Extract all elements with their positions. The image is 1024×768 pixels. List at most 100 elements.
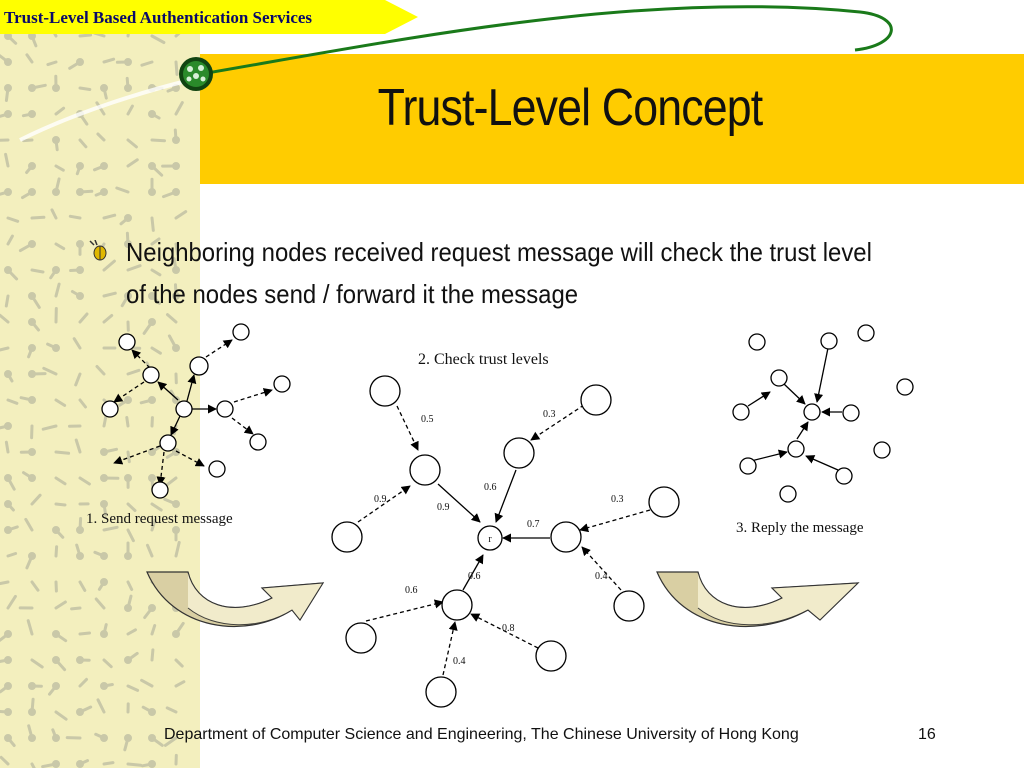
node — [820, 332, 838, 350]
pattern-stroke — [95, 101, 106, 116]
pattern-stroke — [146, 543, 154, 558]
slide-title: Trust-Level Concept — [377, 79, 764, 137]
pattern-stroke — [54, 398, 67, 407]
pattern-dot — [124, 604, 132, 612]
pattern-stroke — [126, 628, 137, 636]
pattern-stroke — [174, 658, 184, 668]
pattern-stroke — [4, 152, 10, 168]
pattern-dot — [148, 474, 156, 482]
pattern-stroke — [150, 216, 155, 232]
step2-caption: 2. Check trust levels — [418, 351, 549, 368]
pattern-stroke — [54, 600, 67, 610]
pattern-dot — [52, 656, 60, 664]
pattern-dot — [100, 500, 108, 508]
trust-value: 0.9 — [374, 494, 387, 505]
node — [613, 590, 645, 622]
pattern-dot — [100, 474, 108, 482]
pattern-stroke — [96, 698, 106, 714]
pattern-stroke — [140, 678, 154, 688]
pattern-dot — [28, 188, 36, 196]
pattern-dot — [28, 162, 36, 170]
center-node-label: r — [488, 534, 492, 545]
pattern-stroke — [49, 26, 58, 38]
node — [842, 404, 860, 422]
pattern-dot — [52, 630, 60, 638]
pattern-stroke — [166, 313, 178, 324]
node — [648, 486, 680, 518]
pattern-stroke — [102, 398, 114, 408]
footer-department: Department of Computer Science and Engin… — [164, 726, 799, 743]
pattern-stroke — [54, 106, 66, 116]
node — [803, 403, 821, 421]
pattern-dot — [148, 292, 156, 300]
pattern-stroke — [126, 762, 143, 767]
pattern-stroke — [50, 208, 58, 220]
molecule-pattern — [0, 1, 191, 768]
pattern-stroke — [68, 214, 82, 220]
pattern-stroke — [78, 86, 92, 91]
pattern-dot — [52, 734, 60, 742]
pattern-dot — [172, 500, 180, 508]
pattern-dot — [172, 266, 180, 274]
trust-value: 0.5 — [421, 414, 434, 425]
pattern-stroke — [174, 540, 181, 558]
trust-value: 0.3 — [543, 409, 556, 420]
pattern-stroke — [172, 424, 178, 436]
pattern-dot — [76, 552, 84, 560]
pattern-dot — [124, 734, 132, 742]
pattern-stroke — [72, 337, 82, 350]
pattern-dot — [100, 448, 108, 456]
trust-value: 0.4 — [595, 571, 608, 582]
pattern-dot — [28, 682, 36, 690]
pattern-dot — [28, 734, 36, 742]
pattern-stroke — [126, 264, 142, 272]
pattern-stroke — [54, 710, 68, 721]
pattern-dot — [124, 214, 132, 222]
pattern-stroke — [26, 619, 34, 636]
pattern-stroke — [150, 268, 162, 277]
pattern-stroke — [30, 762, 36, 768]
pattern-stroke — [174, 60, 179, 76]
pattern-stroke — [6, 552, 18, 558]
node — [873, 441, 891, 459]
node — [409, 454, 441, 486]
pattern-stroke — [164, 476, 178, 488]
pattern-dot — [28, 708, 36, 716]
node — [331, 521, 363, 553]
pattern-stroke — [145, 361, 154, 376]
pattern-stroke — [30, 658, 44, 669]
node — [739, 457, 757, 475]
pattern-stroke — [6, 234, 14, 246]
pattern-dot — [28, 370, 36, 378]
pattern-dot — [28, 448, 36, 456]
pattern-dot — [124, 474, 132, 482]
pattern-dot — [124, 552, 132, 560]
pattern-stroke — [102, 291, 117, 298]
pattern-stroke — [174, 210, 188, 220]
node — [216, 400, 234, 418]
pattern-stroke — [140, 60, 154, 67]
pattern-dot — [4, 58, 12, 66]
node — [550, 521, 582, 553]
node — [787, 440, 805, 458]
pattern-dot — [148, 708, 156, 716]
node — [273, 375, 291, 393]
node — [345, 622, 377, 654]
pattern-stroke — [42, 366, 58, 376]
pattern-dot — [4, 110, 12, 118]
bullet-bug-icon — [89, 240, 107, 261]
pattern-stroke — [94, 597, 106, 610]
pattern-stroke — [4, 440, 10, 454]
pattern-stroke — [102, 314, 114, 324]
trust-value: 0.8 — [502, 623, 515, 634]
pattern-stroke — [102, 57, 116, 64]
pattern-stroke — [78, 580, 87, 592]
pattern-stroke — [163, 736, 178, 747]
pattern-dot — [124, 656, 132, 664]
node — [208, 460, 226, 478]
node — [896, 378, 914, 396]
node — [232, 323, 250, 341]
pattern-stroke — [78, 398, 87, 409]
pattern-dot — [148, 396, 156, 404]
step3-caption: 3. Reply the message — [736, 520, 864, 536]
